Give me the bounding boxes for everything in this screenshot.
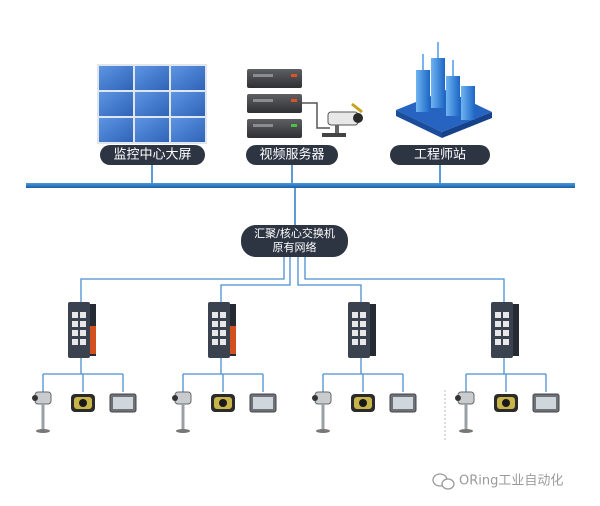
monitor-terminal-icon [389, 393, 417, 413]
bullet-camera-icon [312, 391, 332, 433]
label-engineer-station: 工程师站 [390, 145, 490, 165]
industrial-switch-icon [68, 302, 96, 358]
core-switch-label-2: 原有网络 [273, 240, 317, 254]
industrial-switch-icon [208, 302, 236, 358]
wall-screen-tile [99, 92, 133, 116]
monitor-terminal-icon [249, 393, 277, 413]
camera-icon [322, 102, 363, 137]
wall-screen-tile [171, 66, 205, 90]
wall-screen-tile [99, 118, 133, 142]
monitor-terminal-icon [109, 393, 137, 413]
core-switch-label-1: 汇聚/核心交换机 [254, 226, 335, 240]
wall-screen-tile [135, 66, 169, 90]
bullet-camera-icon [455, 391, 475, 433]
backbone-bus [26, 183, 575, 188]
dome-camera-icon [211, 394, 235, 412]
bullet-camera-icon [172, 391, 192, 433]
industrial-switch-icon [348, 302, 376, 358]
bullet-camera-icon [32, 391, 52, 433]
wall-screen-tile [171, 118, 205, 142]
label-video-server: 视频服务器 [246, 145, 338, 165]
label-video-server-text: 视频服务器 [259, 147, 324, 163]
wall-screen-tile [99, 66, 133, 90]
label-engineer-station-text: 工程师站 [414, 148, 466, 163]
wechat-icon [432, 473, 455, 490]
distribution-links [80, 257, 505, 302]
workstation-3d-icon [396, 42, 492, 138]
wall-screen-tile [135, 92, 169, 116]
dome-camera-icon [494, 394, 518, 412]
dome-camera-icon [351, 394, 375, 412]
core-switch-icon: 汇聚/核心交换机 原有网络 [241, 225, 348, 257]
monitor-terminal-icon [532, 393, 560, 413]
watermark: ORing工业自动化 [432, 473, 563, 490]
video-wall-icon [97, 64, 207, 144]
industrial-switch-icon [491, 302, 519, 358]
label-video-wall: 监控中心大屏 [100, 145, 205, 165]
dome-camera-icon [71, 394, 95, 412]
server-rack-icon [247, 69, 330, 138]
wall-screen-tile [135, 118, 169, 142]
wall-screen-tile [171, 92, 205, 116]
watermark-text: ORing工业自动化 [459, 474, 563, 489]
label-video-wall-text: 监控中心大屏 [113, 148, 191, 163]
